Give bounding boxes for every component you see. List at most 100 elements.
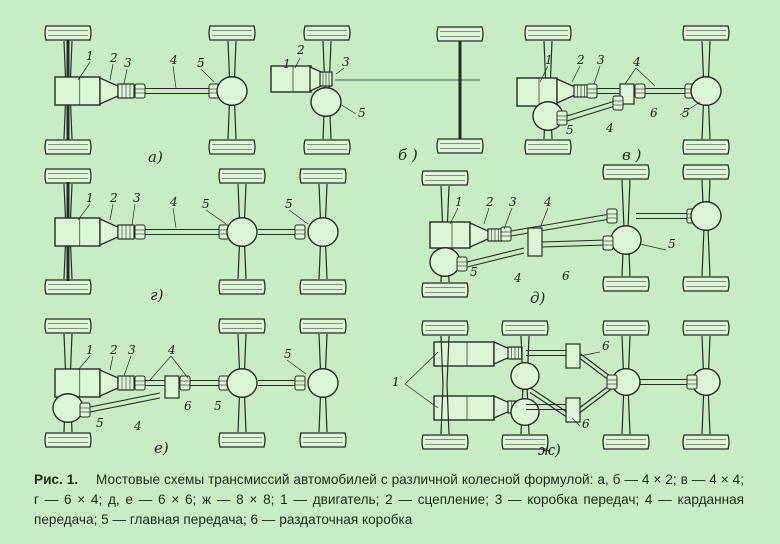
leader-line [123, 68, 128, 85]
wheel [682, 25, 730, 41]
wheel [44, 318, 92, 334]
leader-line [335, 67, 345, 75]
cardan-joint [606, 208, 618, 224]
cardan-joint [686, 374, 698, 390]
cardan-joint [634, 83, 646, 99]
axle-beam [440, 335, 450, 435]
leader-line [109, 355, 114, 371]
engine [429, 221, 471, 249]
wheel [602, 320, 650, 336]
final-drive [310, 87, 342, 117]
leader-line [286, 359, 307, 375]
callout-2: 2 [109, 51, 118, 65]
wheel [421, 170, 469, 186]
final-drive [52, 393, 84, 423]
wheel [44, 432, 92, 448]
wheel [436, 26, 484, 42]
wheel [299, 318, 347, 334]
wheel [421, 434, 469, 450]
leader-line [624, 67, 637, 85]
callout-4: 4 [133, 419, 142, 433]
callout-1: 1 [392, 375, 400, 389]
clutch [469, 221, 489, 249]
callout-5: 5 [284, 347, 292, 361]
callout-2: 2 [576, 53, 585, 67]
callout-5: 5 [566, 123, 574, 137]
cardan-joint [586, 83, 598, 99]
wheel [218, 279, 266, 295]
leader-line [404, 383, 439, 409]
callout-3: 3 [124, 56, 132, 70]
wheel [421, 282, 469, 298]
leader-line [571, 417, 581, 427]
callout-numbers: 1 2 3 4 5 1 2 3 5 1 2 3 4 5 6 5 4 1 2 3 … [86, 43, 690, 433]
callout-1: 1 [86, 343, 94, 357]
scheme-labels: а) б ) в ) г) д) е) ж) [148, 146, 641, 459]
callout-5: 5 [682, 106, 690, 120]
scheme-drawings [44, 25, 730, 450]
leader-line [449, 207, 459, 225]
callout-5: 5 [202, 197, 210, 211]
propeller-shaft [510, 218, 611, 237]
figure-caption: Рис. 1.Мостовые схемы трансмиссий автомо… [34, 470, 744, 530]
label-scheme-e: е) [154, 439, 169, 457]
propeller-shaft [566, 100, 616, 117]
propeller-shaft [579, 388, 613, 413]
leader-line [539, 65, 549, 83]
wheel [218, 318, 266, 334]
callout-4: 4 [169, 53, 178, 67]
leader-line [77, 355, 91, 371]
cardan-joint [500, 226, 512, 242]
callout-3: 3 [128, 343, 136, 357]
leader-line [205, 209, 227, 225]
engine [433, 341, 495, 367]
leader-line [172, 207, 177, 229]
leader-line [593, 65, 601, 85]
callout-4: 4 [513, 271, 522, 285]
propeller-shaft [541, 244, 607, 248]
propeller-shaft [579, 353, 613, 378]
final-drive [610, 225, 642, 255]
callout-3: 3 [597, 53, 605, 67]
callout-6: 6 [582, 417, 590, 431]
final-drive [226, 217, 258, 247]
propeller-shaft [89, 392, 161, 408]
callout-1: 1 [545, 53, 553, 67]
final-drive [226, 368, 258, 398]
wheel [602, 434, 650, 450]
transfer-box [565, 343, 581, 369]
propeller-shaft [466, 247, 525, 263]
final-drive [690, 201, 722, 231]
clutch [99, 76, 119, 106]
engine [54, 217, 101, 247]
propeller-shaft [541, 239, 607, 243]
wheel [303, 139, 351, 155]
callout-2: 2 [109, 343, 118, 357]
cardan-joint [79, 402, 91, 418]
wheel [682, 320, 730, 336]
callout-5: 5 [285, 197, 293, 211]
leader-line [77, 61, 91, 81]
callout-6: 6 [602, 339, 610, 353]
engine [54, 76, 101, 106]
wheel [682, 139, 730, 155]
callout-4: 4 [167, 343, 176, 357]
leader-line [149, 355, 172, 381]
label-scheme-g: г) [150, 286, 164, 304]
wheel [682, 164, 730, 180]
callout-3: 3 [133, 191, 141, 205]
label-scheme-zh: ж) [538, 441, 561, 459]
leader-line [170, 355, 189, 379]
cardan-joint [602, 235, 614, 251]
leader-line [639, 243, 667, 251]
figure-label: Рис. 1. [34, 472, 79, 487]
wheel [602, 276, 650, 292]
callout-5: 5 [470, 265, 478, 279]
wheel [299, 279, 347, 295]
clutch [99, 368, 119, 398]
callout-6: 6 [562, 269, 570, 283]
label-scheme-b: б ) [398, 146, 418, 164]
label-scheme-a: а) [148, 148, 163, 166]
transfer-box [565, 397, 581, 423]
cardan-joint [134, 375, 146, 391]
